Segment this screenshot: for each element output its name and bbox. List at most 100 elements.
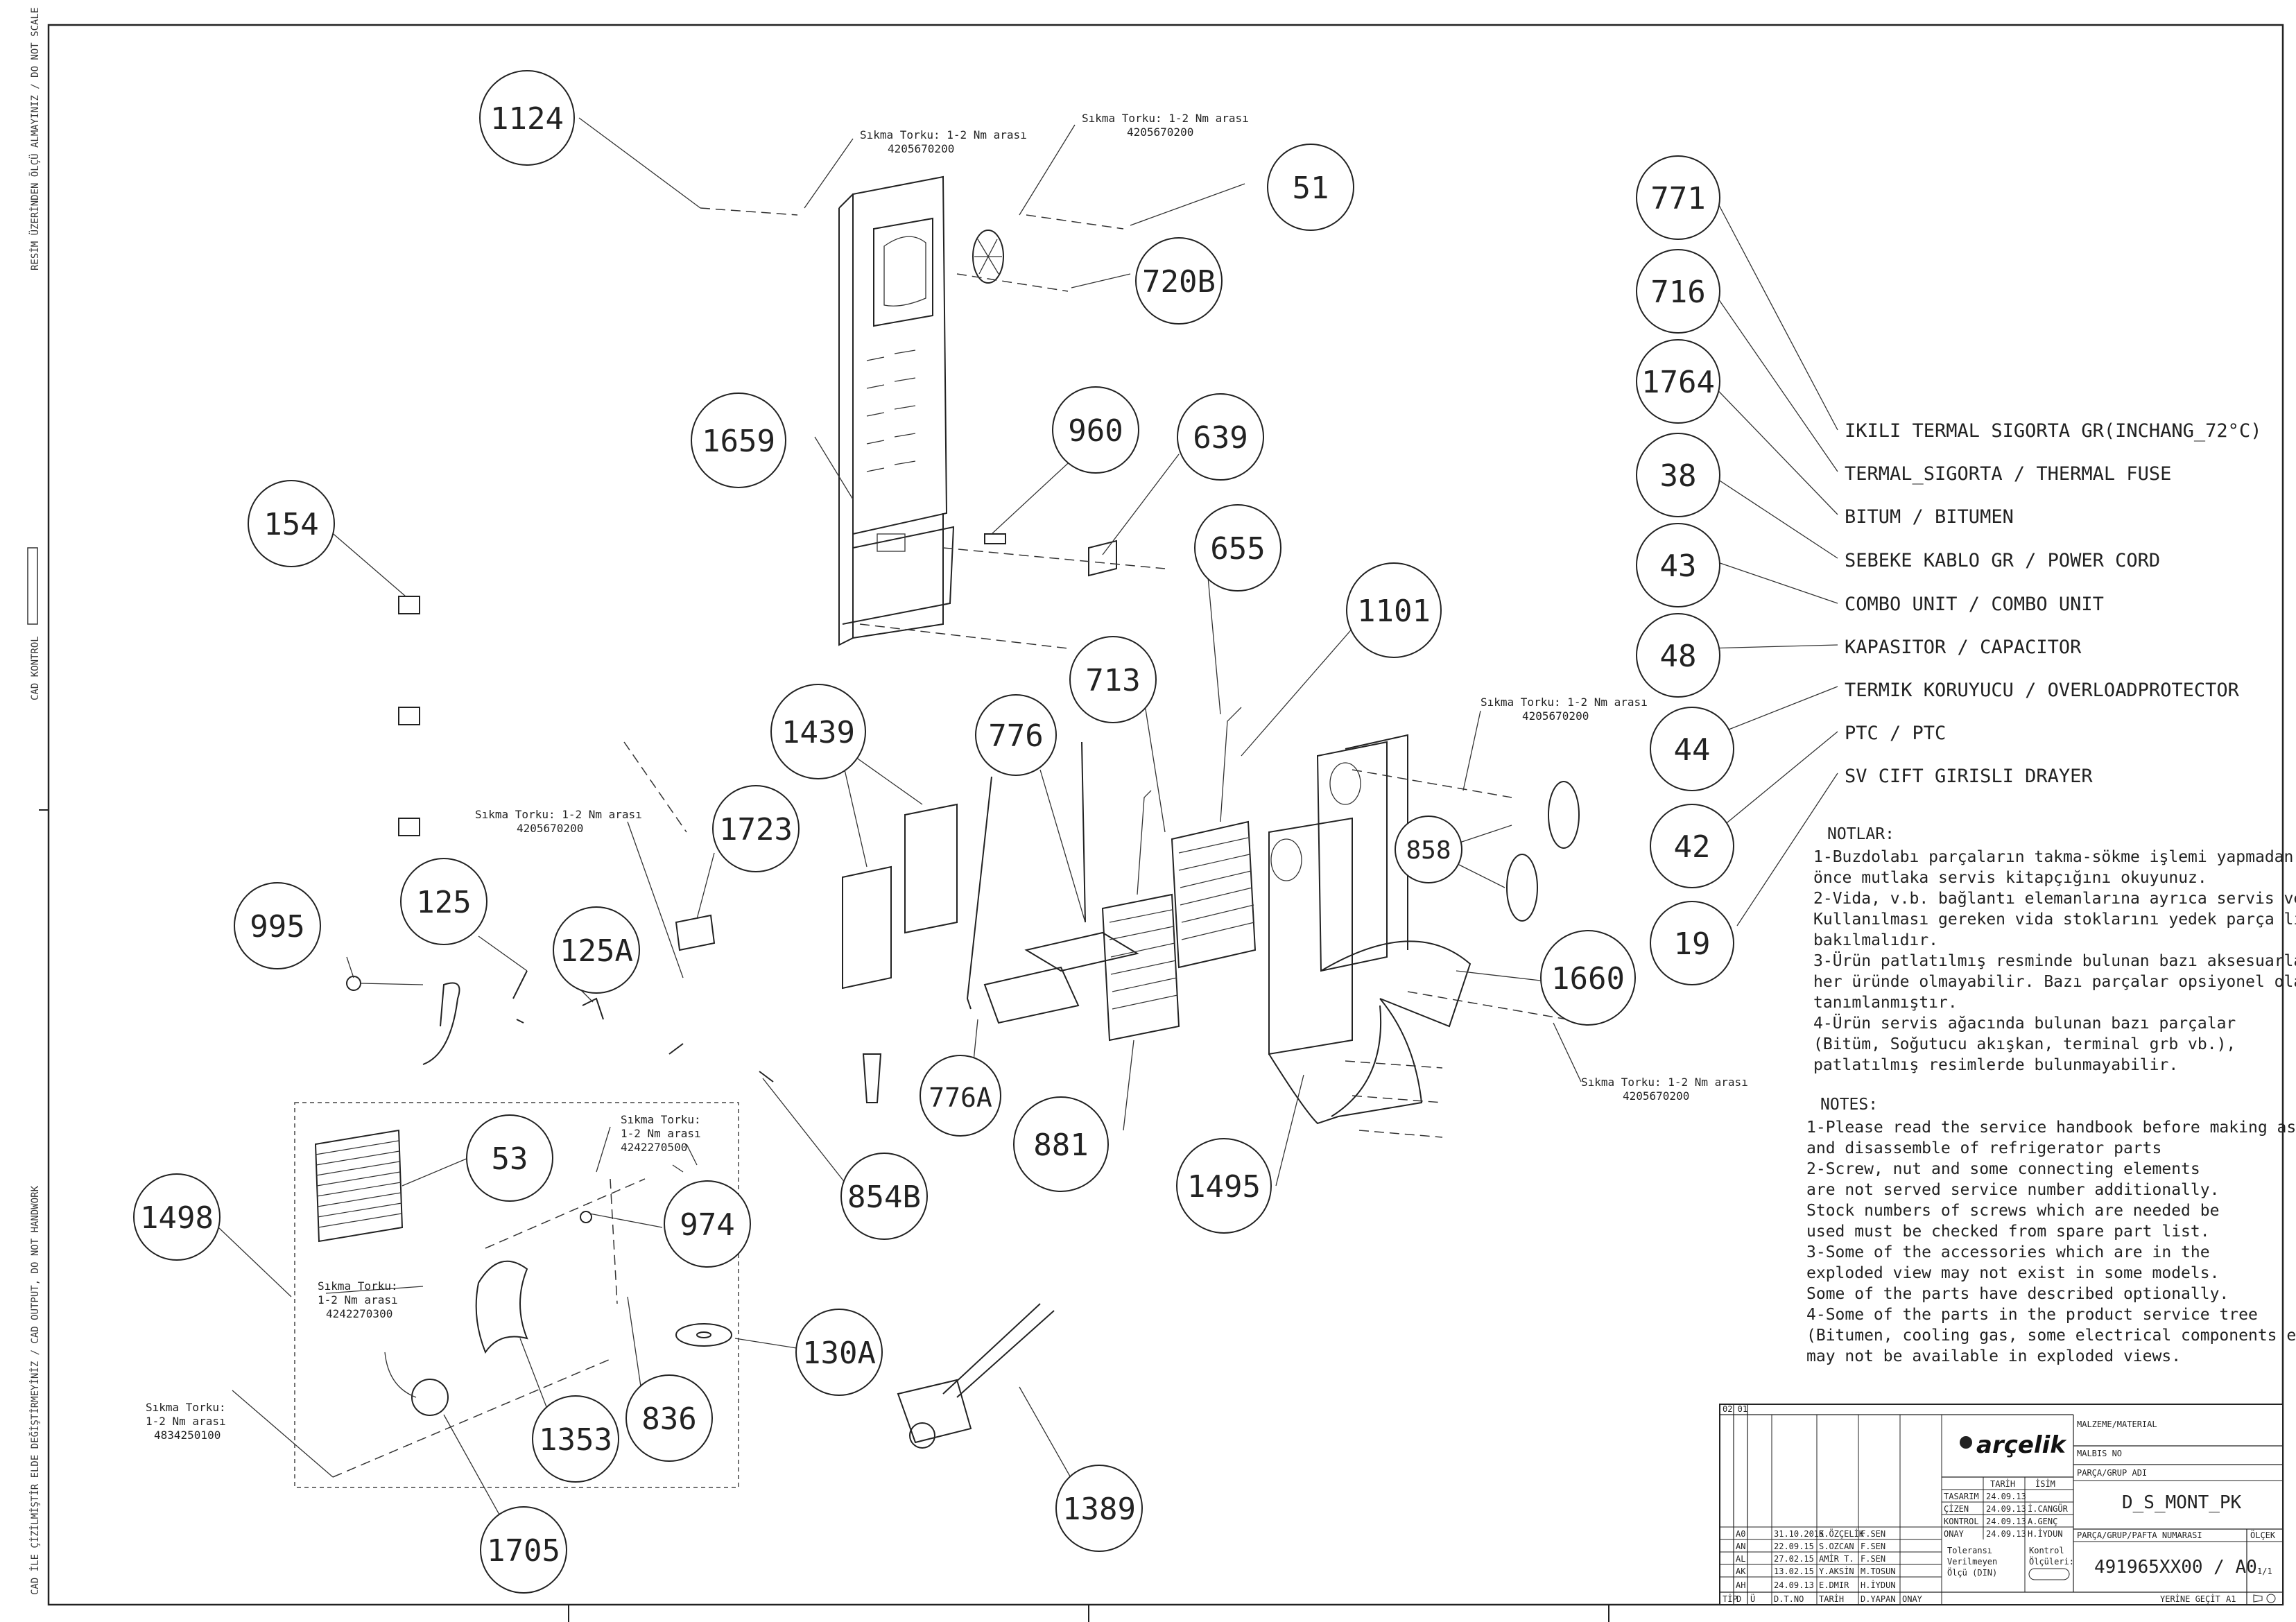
svg-text:3-Ürün patlatılmış resminde bu: 3-Ürün patlatılmış resminde bulunan bazı… bbox=[1813, 951, 2296, 970]
assembly-axis-lines bbox=[332, 207, 1568, 1478]
svg-text:Sıkma Torku: 1-2 Nm arası: Sıkma Torku: 1-2 Nm arası bbox=[475, 808, 642, 821]
svg-text:S.OZCAN: S.OZCAN bbox=[1819, 1542, 1854, 1551]
svg-text:Toleransı: Toleransı bbox=[1947, 1546, 1992, 1555]
balloon-995: 995 bbox=[234, 882, 321, 969]
svg-text:ÇİZEN: ÇİZEN bbox=[1944, 1503, 1969, 1514]
balloon-1705: 1705 bbox=[480, 1506, 567, 1594]
balloon-1723: 1723 bbox=[712, 785, 800, 872]
svg-text:H.İYDUN: H.İYDUN bbox=[2028, 1528, 2063, 1539]
tb-corner: 02 01 bbox=[1723, 1404, 1747, 1414]
svg-text:Sıkma Torku:: Sıkma Torku: bbox=[621, 1113, 701, 1126]
title-block: 02 01 arçelik MALZEME/MATERIAL MALBIS NO… bbox=[1719, 1404, 2284, 1605]
svg-text:4205670200: 4205670200 bbox=[888, 142, 954, 155]
balloon-854B: 854B bbox=[840, 1153, 928, 1240]
svg-text:Kontrol: Kontrol bbox=[2029, 1546, 2064, 1555]
balloon-1389: 1389 bbox=[1055, 1465, 1143, 1552]
svg-text:Sıkma Torku: 1-2 Nm arası: Sıkma Torku: 1-2 Nm arası bbox=[1082, 112, 1249, 125]
balloon-881: 881 bbox=[1013, 1096, 1109, 1192]
balloon-776: 776 bbox=[975, 694, 1057, 776]
svg-text:her üründe olmayabilir. Bazı p: her üründe olmayabilir. Bazı parçalar op… bbox=[1813, 973, 2296, 991]
parts-legend: IKILI TERMAL SIGORTA GR(INCHANG_72°C) TE… bbox=[1845, 420, 2261, 787]
svg-text:A.GENÇ: A.GENÇ bbox=[2028, 1517, 2057, 1526]
part-1659-back-panel bbox=[838, 175, 955, 646]
svg-text:H.İYDUN: H.İYDUN bbox=[1861, 1580, 1896, 1590]
svg-text:4834250100: 4834250100 bbox=[154, 1429, 221, 1442]
svg-text:Y.AKSİN: Y.AKSİN bbox=[1819, 1566, 1854, 1576]
svg-text:31.10.2015: 31.10.2015 bbox=[1774, 1529, 1824, 1539]
svg-text:MALBIS NO: MALBIS NO bbox=[2077, 1449, 2122, 1458]
svg-text:2-Vida, v.b. bağlantı elemanla: 2-Vida, v.b. bağlantı elemanlarına ayrıc… bbox=[1813, 890, 2296, 908]
svg-text:1101: 1101 bbox=[1357, 594, 1431, 629]
svg-text:130A: 130A bbox=[802, 1336, 876, 1371]
balloon-51: 51 bbox=[1267, 144, 1354, 231]
svg-text:AK: AK bbox=[1736, 1567, 1746, 1576]
svg-text:2-Screw, nut and some connecti: 2-Screw, nut and some connecting element… bbox=[1806, 1160, 2200, 1178]
svg-text:F.SEN: F.SEN bbox=[1861, 1529, 1885, 1539]
svg-text:PARÇA/GRUP ADI: PARÇA/GRUP ADI bbox=[2077, 1468, 2147, 1478]
svg-text:1-Buzdolabı parçaların takma-s: 1-Buzdolabı parçaların takma-sökme işlem… bbox=[1813, 848, 2293, 866]
balloon-43: 43 bbox=[1636, 523, 1720, 607]
svg-text:1-2 Nm arası: 1-2 Nm arası bbox=[621, 1127, 701, 1140]
svg-text:13.02.15: 13.02.15 bbox=[1774, 1567, 1814, 1576]
balloon-776A: 776A bbox=[920, 1055, 1001, 1137]
balloon-44: 44 bbox=[1650, 707, 1734, 791]
legend-item: KAPASITOR / CAPACITOR bbox=[1845, 637, 2082, 658]
balloon-1659: 1659 bbox=[691, 392, 786, 488]
balloon-1764: 1764 bbox=[1636, 339, 1720, 424]
balloon-125A: 125A bbox=[553, 906, 640, 994]
notes-title-en: NOTES: bbox=[1820, 1096, 1878, 1114]
svg-text:1389: 1389 bbox=[1062, 1492, 1136, 1527]
balloon-42: 42 bbox=[1650, 804, 1734, 888]
side-text-do-not-scale: RESİM ÜZERİNDEN ÖLÇÜ ALMAYINIZ / DO NOT … bbox=[28, 8, 41, 270]
svg-text:exploded view may not exist in: exploded view may not exist in some mode… bbox=[1806, 1264, 2219, 1282]
svg-text:1/1: 1/1 bbox=[2257, 1567, 2272, 1576]
svg-text:995: 995 bbox=[250, 909, 304, 944]
part-776-bracket bbox=[862, 741, 1139, 1103]
svg-text:4205670200: 4205670200 bbox=[1623, 1089, 1689, 1103]
svg-text:4242270300: 4242270300 bbox=[326, 1307, 392, 1320]
svg-text:154: 154 bbox=[264, 507, 318, 542]
svg-text:TASARIM: TASARIM bbox=[1944, 1492, 1979, 1501]
svg-text:655: 655 bbox=[1210, 531, 1265, 567]
balloon-154: 154 bbox=[248, 480, 335, 567]
svg-text:AMİR T.: AMİR T. bbox=[1819, 1553, 1854, 1564]
leader-lines bbox=[218, 117, 1838, 1540]
balloon-1353: 1353 bbox=[532, 1395, 619, 1483]
svg-text:24.09.13: 24.09.13 bbox=[1986, 1517, 2026, 1526]
sheet-border bbox=[47, 24, 2284, 1606]
svg-text:24.09.13: 24.09.13 bbox=[1774, 1580, 1814, 1590]
svg-text:4-Ürün servis ağacında bulunan: 4-Ürün servis ağacında bulunan bazı parç… bbox=[1813, 1013, 2236, 1033]
svg-text:Sıkma Torku: 1-2 Nm arası: Sıkma Torku: 1-2 Nm arası bbox=[860, 128, 1027, 141]
part-130A-washer bbox=[675, 1323, 732, 1347]
svg-text:Some of the parts have describ: Some of the parts have described optiona… bbox=[1806, 1285, 2229, 1303]
part-1495-1660-covers bbox=[1268, 734, 1471, 1125]
svg-text:Verilmeyen: Verilmeyen bbox=[1947, 1557, 1997, 1567]
svg-text:F.SEN: F.SEN bbox=[1861, 1542, 1885, 1551]
svg-text:bakılmalıdır.: bakılmalıdır. bbox=[1813, 931, 1938, 949]
svg-text:tanımlanmıştır.: tanımlanmıştır. bbox=[1813, 994, 1958, 1012]
balloon-836: 836 bbox=[625, 1374, 713, 1462]
svg-text:858: 858 bbox=[1406, 836, 1451, 865]
svg-text:51: 51 bbox=[1293, 171, 1329, 206]
svg-text:43: 43 bbox=[1660, 549, 1697, 584]
part-1498-condenser-group bbox=[294, 1102, 739, 1488]
svg-text:771: 771 bbox=[1650, 181, 1705, 216]
svg-text:Ölçü (DIN): Ölçü (DIN) bbox=[1947, 1567, 1997, 1578]
svg-text:Sıkma Torku: 1-2 Nm arası: Sıkma Torku: 1-2 Nm arası bbox=[1481, 696, 1648, 709]
svg-text:27.02.15: 27.02.15 bbox=[1774, 1554, 1814, 1564]
legend-item: COMBO UNIT / COMBO UNIT bbox=[1845, 594, 2104, 615]
legend-item: SV CIFT GIRISLI DRAYER bbox=[1845, 766, 2093, 787]
svg-text:MALZEME/MATERIAL: MALZEME/MATERIAL bbox=[2077, 1420, 2157, 1429]
balloon-38: 38 bbox=[1636, 433, 1720, 517]
svg-text:Stock numbers of screws which: Stock numbers of screws which are needed… bbox=[1806, 1202, 2219, 1220]
svg-text:4205670200: 4205670200 bbox=[517, 822, 583, 835]
svg-text:are not served service number: are not served service number additional… bbox=[1806, 1181, 2219, 1199]
svg-text:D.T.NO: D.T.NO bbox=[1774, 1594, 1804, 1604]
svg-text:Sıkma Torku:: Sıkma Torku: bbox=[146, 1401, 226, 1414]
svg-text:1-2 Nm arası: 1-2 Nm arası bbox=[318, 1293, 398, 1306]
svg-text:arçelik: arçelik bbox=[1976, 1431, 2067, 1459]
projection-symbol-icon bbox=[2253, 1594, 2276, 1603]
svg-text:38: 38 bbox=[1660, 458, 1697, 494]
svg-text:Ölçüleri:: Ölçüleri: bbox=[2029, 1555, 2074, 1567]
part-858-fan-covers bbox=[1506, 781, 1580, 922]
